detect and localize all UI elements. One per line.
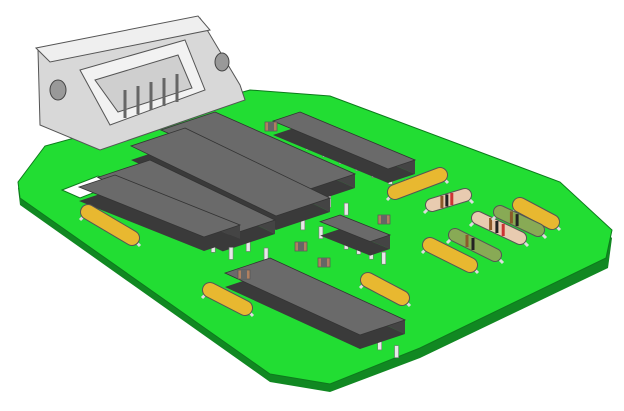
capacitor: [78, 204, 142, 248]
dip-chip: [129, 127, 332, 239]
dip-chip: [77, 174, 242, 260]
dip-chip: [271, 111, 417, 192]
capacitor: [420, 237, 480, 275]
resistor: [490, 205, 548, 240]
chip-pin: [263, 247, 269, 261]
smd-component: [237, 269, 251, 280]
smd-component: [317, 257, 331, 268]
smd-component: [264, 121, 278, 132]
chip-pin: [343, 202, 349, 216]
chip-pin: [381, 251, 387, 265]
capacitor: [510, 197, 562, 232]
resistor: [445, 228, 505, 265]
smd-component: [377, 214, 391, 225]
dip-chip: [223, 257, 407, 358]
capacitor: [358, 272, 412, 308]
chip-pin: [228, 247, 234, 260]
soic-chip: [319, 214, 392, 265]
resistor: [468, 211, 530, 248]
db9-connector: [34, 15, 246, 151]
resistor: [422, 188, 475, 215]
chip-pin: [394, 345, 399, 358]
capacitor: [385, 167, 450, 202]
chip-pin: [318, 226, 324, 239]
smd-component: [294, 241, 308, 252]
capacitor: [200, 282, 255, 318]
